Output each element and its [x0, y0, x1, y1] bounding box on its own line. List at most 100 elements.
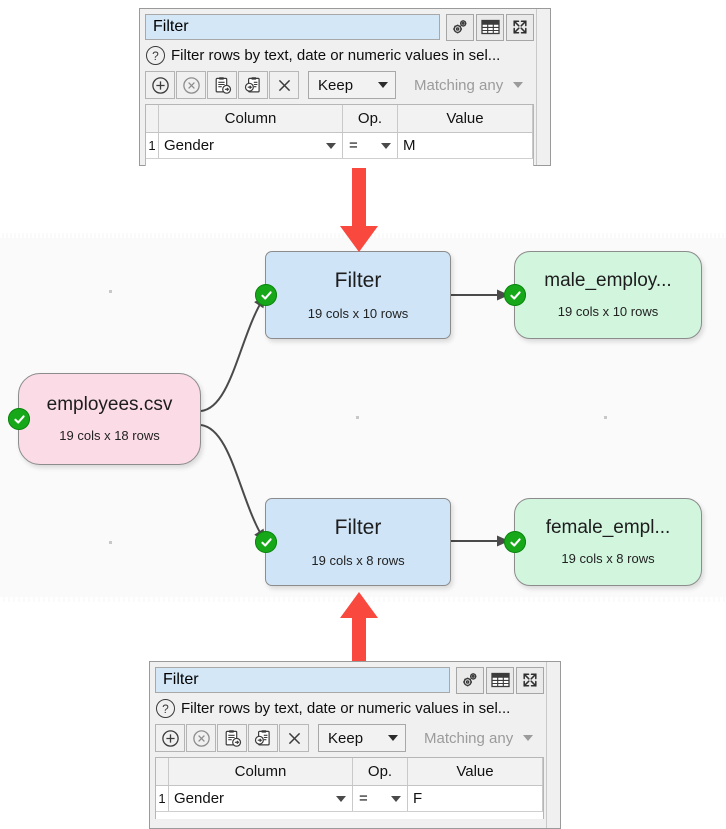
filter-match-value-bottom: Matching any	[424, 729, 514, 747]
settings-gears-icon[interactable]	[446, 13, 474, 41]
node-title: Filter	[334, 269, 382, 293]
node-subtitle: 19 cols x 10 rows	[307, 305, 409, 321]
filter-match-dropdown-bottom[interactable]: Matching any	[414, 724, 541, 752]
grid-dot	[356, 416, 359, 419]
expand-arrows-icon[interactable]	[516, 666, 544, 694]
panel-description-text-top: Filter rows by text, date or numeric val…	[171, 47, 501, 64]
settings-gears-icon[interactable]	[456, 666, 484, 694]
table-header-row: Column Op. Value	[146, 105, 533, 133]
table-grid-icon[interactable]	[476, 13, 504, 41]
table-row: 1 Gender = M	[146, 133, 533, 158]
row-number: 1	[146, 133, 159, 158]
row-op-value: =	[359, 790, 368, 807]
filter-match-value-top: Matching any	[414, 76, 504, 94]
node-subtitle: 19 cols x 8 rows	[561, 551, 655, 567]
chevron-down-icon	[391, 795, 401, 802]
node-title: Filter	[334, 516, 382, 540]
grid-dot	[109, 290, 112, 293]
node-subtitle: 19 cols x 10 rows	[557, 304, 659, 320]
expand-arrows-icon[interactable]	[506, 13, 534, 41]
panel-scrollbar-top[interactable]	[536, 9, 550, 165]
status-ok-icon	[8, 408, 30, 430]
row-column-select[interactable]: Gender	[169, 786, 353, 811]
row-column-value: Gender	[174, 790, 225, 807]
up-arrow-icon	[333, 592, 385, 676]
node-title: male_employ...	[544, 269, 672, 291]
node-title: female_empl...	[545, 516, 671, 538]
chevron-down-icon	[381, 142, 391, 149]
filter-match-dropdown-top[interactable]: Matching any	[404, 71, 531, 99]
chevron-down-icon	[513, 82, 524, 88]
row-column-select[interactable]: Gender	[159, 133, 343, 158]
table-header-column[interactable]: Column	[169, 758, 353, 785]
row-value-input[interactable]: M	[398, 133, 533, 158]
copy-to-clipboard-icon[interactable]	[217, 724, 247, 752]
chevron-down-icon	[326, 142, 336, 149]
filter-panel-bottom: Filter	[149, 661, 561, 829]
filter-mode-dropdown-bottom[interactable]: Keep	[318, 724, 406, 752]
paste-from-clipboard-icon[interactable]	[238, 71, 268, 99]
chevron-down-icon	[523, 735, 534, 741]
row-value-input[interactable]: F	[408, 786, 543, 811]
paste-from-clipboard-icon[interactable]	[248, 724, 278, 752]
filter-criteria-table-bottom: Column Op. Value 1 Gender = F	[155, 757, 544, 819]
clear-all-icon[interactable]	[269, 71, 299, 99]
grid-dot	[604, 416, 607, 419]
filter-title-input-bottom[interactable]: Filter	[155, 667, 450, 693]
panel-title-row-bottom: Filter	[155, 665, 544, 695]
filter-title-input-top[interactable]: Filter	[145, 14, 440, 40]
table-empty-row	[146, 158, 533, 166]
table-header-op[interactable]: Op.	[343, 105, 398, 132]
table-header-op[interactable]: Op.	[353, 758, 408, 785]
table-empty-row	[156, 811, 543, 819]
row-column-value: Gender	[164, 137, 215, 154]
filter-mode-dropdown-top[interactable]: Keep	[308, 71, 396, 99]
node-source[interactable]: employees.csv 19 cols x 18 rows	[8, 373, 201, 465]
status-ok-icon	[255, 284, 277, 306]
grid-dot	[109, 541, 112, 544]
status-ok-icon	[504, 284, 526, 306]
clear-all-icon[interactable]	[279, 724, 309, 752]
node-subtitle: 19 cols x 18 rows	[59, 428, 160, 444]
panel-scrollbar-bottom[interactable]	[546, 662, 560, 828]
node-subtitle: 19 cols x 8 rows	[311, 552, 405, 568]
question-mark-icon[interactable]: ?	[156, 699, 175, 718]
table-header-column[interactable]: Column	[159, 105, 343, 132]
status-ok-icon	[255, 531, 277, 553]
panel-description-text-bottom: Filter rows by text, date or numeric val…	[181, 700, 511, 717]
add-circle-icon[interactable]	[145, 71, 175, 99]
table-header-rownum	[146, 105, 159, 132]
down-arrow-icon	[333, 168, 385, 256]
node-filter-female[interactable]: Filter 19 cols x 8 rows	[255, 498, 451, 586]
filter-panel-top: Filter	[139, 8, 551, 166]
filter-mode-value-bottom: Keep	[328, 729, 364, 747]
chevron-down-icon	[378, 82, 388, 88]
add-circle-icon[interactable]	[155, 724, 185, 752]
table-header-value[interactable]: Value	[408, 758, 543, 785]
table-header-row: Column Op. Value	[156, 758, 543, 786]
node-filter-male[interactable]: Filter 19 cols x 10 rows	[255, 251, 451, 339]
row-op-select[interactable]: =	[353, 786, 408, 811]
filter-mode-value-top: Keep	[318, 76, 354, 94]
row-op-value: =	[349, 137, 358, 154]
copy-to-clipboard-icon[interactable]	[207, 71, 237, 99]
panel-toolbar-bottom: Keep Matching any	[155, 722, 544, 754]
panel-title-row-top: Filter	[145, 12, 534, 42]
flow-canvas[interactable]: employees.csv 19 cols x 18 rows Filter 1…	[0, 233, 726, 602]
filter-criteria-table-top: Column Op. Value 1 Gender = M	[145, 104, 534, 166]
node-output-female[interactable]: female_empl... 19 cols x 8 rows	[504, 498, 702, 586]
chevron-down-icon	[336, 795, 346, 802]
table-header-rownum	[156, 758, 169, 785]
node-output-male[interactable]: male_employ... 19 cols x 10 rows	[504, 251, 702, 339]
node-title: employees.csv	[46, 393, 173, 415]
table-row: 1 Gender = F	[156, 786, 543, 811]
table-grid-icon[interactable]	[486, 666, 514, 694]
table-header-value[interactable]: Value	[398, 105, 533, 132]
status-ok-icon	[504, 531, 526, 553]
chevron-down-icon	[388, 735, 398, 741]
row-op-select[interactable]: =	[343, 133, 398, 158]
panel-toolbar-top: Keep Matching any	[145, 69, 534, 101]
question-mark-icon[interactable]: ?	[146, 46, 165, 65]
remove-circle-icon[interactable]	[186, 724, 216, 752]
remove-circle-icon[interactable]	[176, 71, 206, 99]
